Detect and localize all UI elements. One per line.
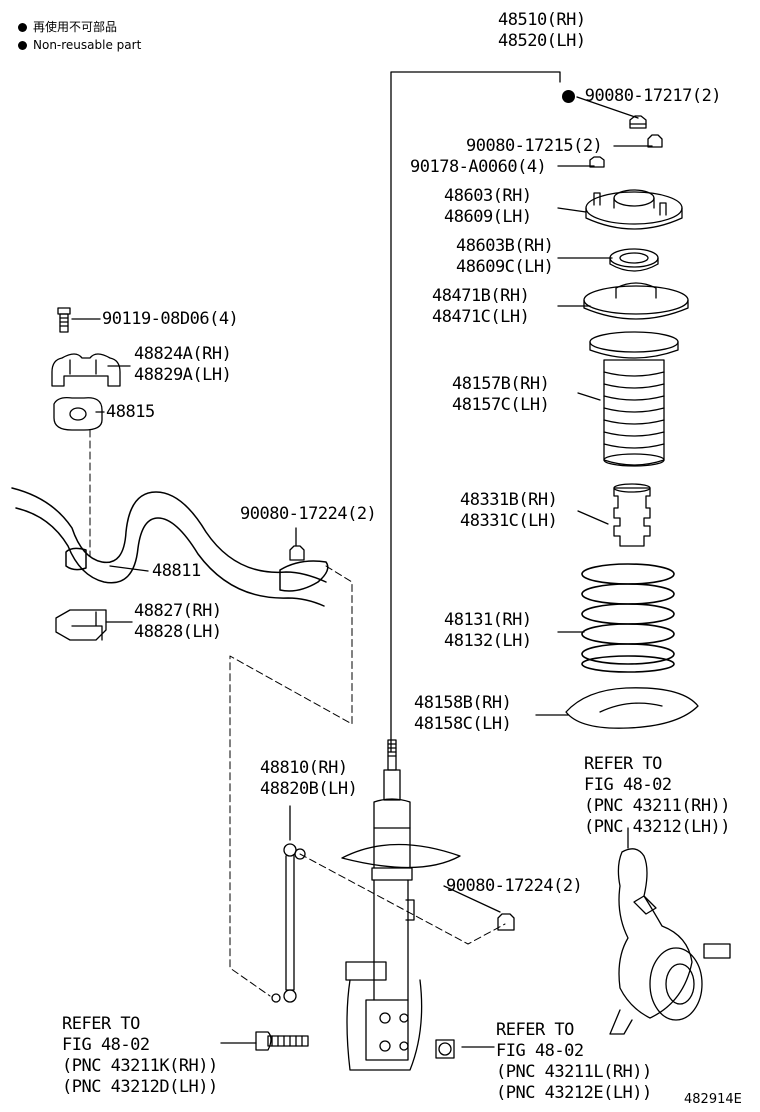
stab-bracket-upper bbox=[51, 353, 121, 387]
legend-line-2: Non-reusable part bbox=[18, 38, 141, 53]
label-nut-a0060[interactable]: 90178-A0060(4) bbox=[410, 157, 547, 177]
dashed-guides bbox=[89, 429, 506, 997]
bumper-group bbox=[613, 483, 651, 547]
label-bracket[interactable]: 48824A(RH) 48829A(LH) bbox=[134, 344, 232, 386]
label-support[interactable]: 48603(RH) 48609(LH) bbox=[444, 186, 532, 228]
label-bushing[interactable]: 48815 bbox=[106, 402, 155, 422]
label-upper-seat[interactable]: 48471B(RH) 48471C(LH) bbox=[432, 286, 530, 328]
label-line: 48820B(LH) bbox=[260, 779, 358, 799]
label-line: FIG 48-02 bbox=[584, 775, 672, 795]
label-line: 48609C(LH) bbox=[456, 257, 554, 277]
label-line: 48827(RH) bbox=[134, 601, 222, 621]
label-line: 48157C(LH) bbox=[452, 395, 550, 415]
label-refer-nut[interactable]: REFER TO FIG 48-02 (PNC 43211L(RH)) (PNC… bbox=[496, 1020, 652, 1104]
lower-insulator bbox=[565, 687, 699, 729]
label-strut-assy[interactable]: 48510(RH) 48520(LH) bbox=[498, 10, 586, 52]
label-line: 48603B(RH) bbox=[456, 236, 554, 256]
stabilizer-bar bbox=[11, 487, 329, 607]
label-line: REFER TO bbox=[62, 1014, 140, 1034]
label-line: 48471C(LH) bbox=[432, 307, 530, 327]
label-lower-insulator[interactable]: 48158B(RH) 48158C(LH) bbox=[414, 693, 512, 735]
label-line: (PNC 43212D(LH)) bbox=[62, 1077, 218, 1097]
label-stab-bar[interactable]: 48811 bbox=[152, 561, 201, 581]
label-line: 48828(LH) bbox=[134, 622, 222, 642]
upper-support-group bbox=[583, 115, 689, 320]
label-line: (PNC 43211(RH)) bbox=[584, 796, 731, 816]
steering-knuckle bbox=[609, 848, 731, 1035]
label-text: 90080-17217(2) bbox=[584, 86, 722, 106]
label-line: (PNC 43211L(RH)) bbox=[496, 1062, 652, 1082]
label-line: 48824A(RH) bbox=[134, 344, 232, 364]
stab-bushing bbox=[53, 396, 103, 431]
label-nut-link[interactable]: 90080-17224(2) bbox=[446, 876, 583, 896]
label-link[interactable]: 48810(RH) 48820B(LH) bbox=[260, 758, 358, 800]
label-bumper[interactable]: 48331B(RH) 48331C(LH) bbox=[460, 490, 558, 532]
label-spring[interactable]: 48131(RH) 48132(LH) bbox=[444, 610, 532, 652]
label-nut-nonreusable[interactable]: 90080-17217(2) bbox=[562, 86, 722, 107]
label-line: 48609(LH) bbox=[444, 207, 532, 227]
legend-text-jp: 再使用不可部品 bbox=[33, 20, 118, 34]
label-line: 48810(RH) bbox=[260, 758, 348, 778]
label-nut-15[interactable]: 90080-17215(2) bbox=[466, 136, 603, 156]
label-line: 48829A(LH) bbox=[134, 365, 232, 385]
label-line: 48603(RH) bbox=[444, 186, 532, 206]
nonreusable-dot-icon bbox=[562, 89, 575, 103]
label-line: (PNC 43212(LH)) bbox=[584, 817, 731, 837]
leader-lines bbox=[71, 71, 653, 1048]
label-line: 48331C(LH) bbox=[460, 511, 558, 531]
label-nut-stab[interactable]: 90080-17224(2) bbox=[240, 504, 377, 524]
legend-text-en: Non-reusable part bbox=[33, 38, 142, 52]
stabilizer-link bbox=[271, 843, 306, 1003]
label-line: 48471B(RH) bbox=[432, 286, 530, 306]
label-bolt[interactable]: 90119-08D06(4) bbox=[102, 309, 239, 329]
bracket-bolt bbox=[57, 307, 71, 333]
stab-nut bbox=[289, 545, 305, 561]
nonreusable-dot-icon bbox=[18, 23, 27, 32]
label-line: 48132(LH) bbox=[444, 631, 532, 651]
label-refer-bolt[interactable]: REFER TO FIG 48-02 (PNC 43211K(RH)) (PNC… bbox=[62, 1014, 218, 1098]
boot-group bbox=[589, 331, 679, 467]
label-line: REFER TO bbox=[496, 1020, 574, 1040]
label-line: 48510(RH) bbox=[498, 10, 586, 30]
label-line: (PNC 43211K(RH)) bbox=[62, 1056, 218, 1076]
coil-spring bbox=[581, 563, 675, 673]
figure-id: 482914E bbox=[684, 1092, 742, 1107]
label-line: 48157B(RH) bbox=[452, 374, 550, 394]
nonreusable-dot-icon bbox=[18, 41, 27, 50]
label-line: 48131(RH) bbox=[444, 610, 532, 630]
label-line: (PNC 43212E(LH)) bbox=[496, 1083, 652, 1103]
label-line: 48158B(RH) bbox=[414, 693, 512, 713]
label-line: 48158C(LH) bbox=[414, 714, 512, 734]
label-bearing[interactable]: 48603B(RH) 48609C(LH) bbox=[456, 236, 554, 278]
stab-bracket-lower bbox=[55, 609, 107, 641]
lower-bolts bbox=[255, 913, 515, 1059]
label-refer-knuckle[interactable]: REFER TO FIG 48-02 (PNC 43211(RH)) (PNC … bbox=[584, 754, 731, 838]
label-line: 48331B(RH) bbox=[460, 490, 558, 510]
label-line: FIG 48-02 bbox=[62, 1035, 150, 1055]
label-line: REFER TO bbox=[584, 754, 662, 774]
label-stab-bracket[interactable]: 48827(RH) 48828(LH) bbox=[134, 601, 222, 643]
label-line: 48520(LH) bbox=[498, 31, 586, 51]
label-line: FIG 48-02 bbox=[496, 1041, 584, 1061]
label-boot[interactable]: 48157B(RH) 48157C(LH) bbox=[452, 374, 550, 416]
legend-line-1: 再使用不可部品 bbox=[18, 20, 117, 35]
strut-assembly bbox=[341, 739, 461, 1071]
